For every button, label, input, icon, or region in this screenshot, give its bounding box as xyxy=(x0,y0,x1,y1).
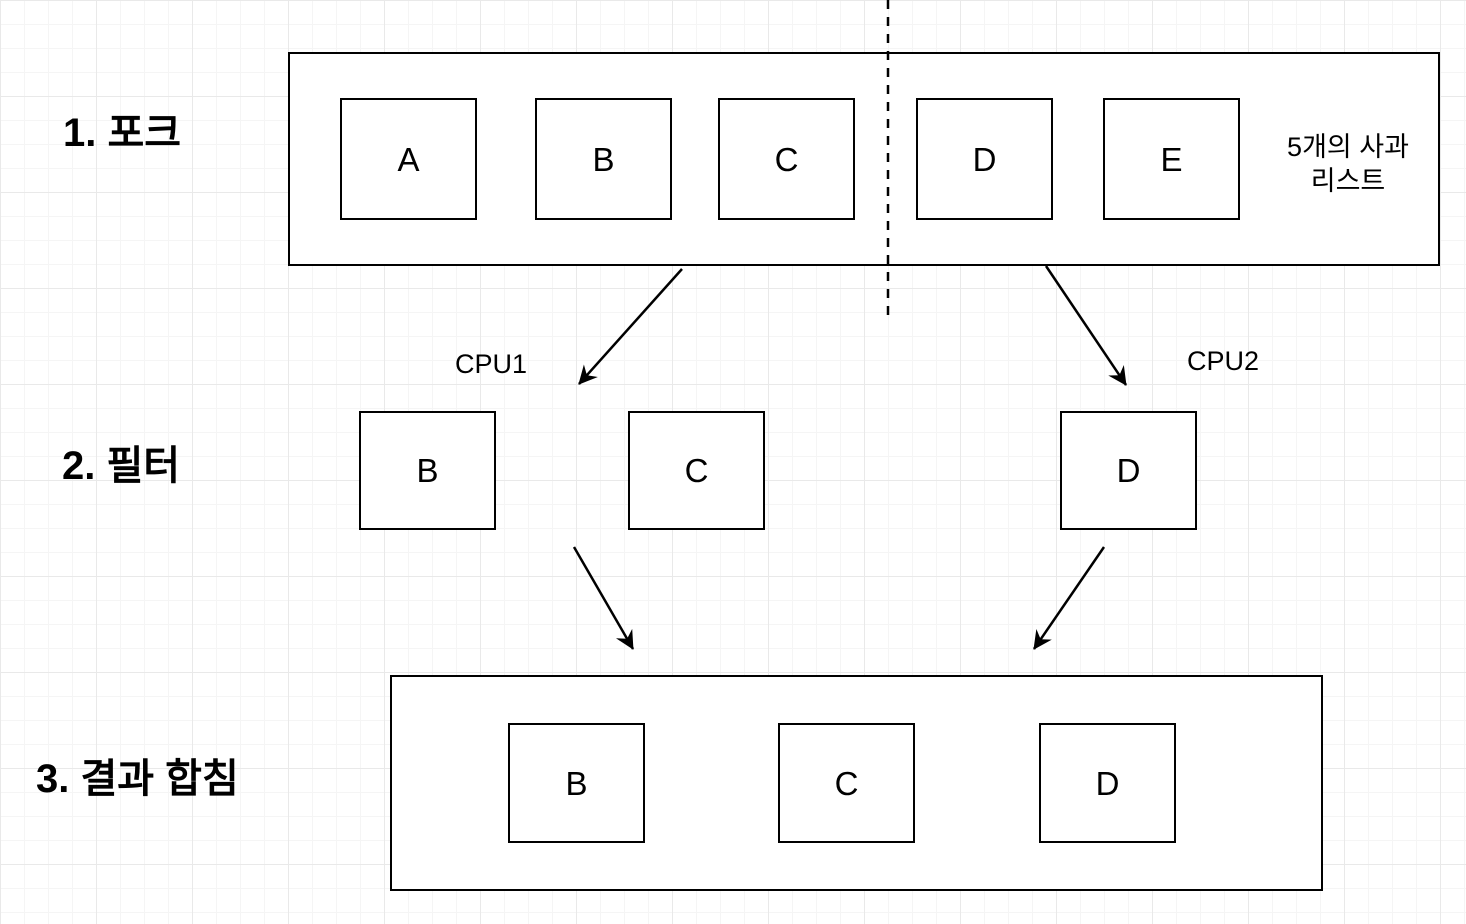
merge-box-b-label: B xyxy=(565,764,588,802)
fork-caption-line1: 5개의 사과 xyxy=(1287,132,1409,162)
stage-label-fork: 1. 포크 xyxy=(63,111,182,155)
merge-box-b: B xyxy=(508,723,645,843)
apple-box-d: D xyxy=(916,98,1053,220)
filter-box-d-label: D xyxy=(1116,452,1141,489)
merge-box-d-label: D xyxy=(1095,764,1120,802)
merge-box-c-label: C xyxy=(834,764,859,802)
stage-label-filter: 2. 필터 xyxy=(62,444,181,488)
apple-box-c-label: C xyxy=(774,140,799,178)
filter-box-c: C xyxy=(628,411,765,530)
fork-caption-line2: 리스트 xyxy=(1310,165,1386,196)
apple-box-c: C xyxy=(718,98,855,220)
apple-box-b-label: B xyxy=(592,140,615,178)
filter-box-b-label: B xyxy=(416,452,439,489)
filter-box-c-label: C xyxy=(684,452,709,489)
merge-box-d: D xyxy=(1039,723,1176,843)
cpu1-label: CPU1 xyxy=(454,349,528,379)
apple-box-b: B xyxy=(535,98,672,220)
apple-box-a: A xyxy=(340,98,477,220)
cpu2-to-merge-arrow xyxy=(1032,546,1106,650)
filter-box-d: D xyxy=(1060,411,1197,530)
apple-box-e: E xyxy=(1103,98,1240,220)
stage-label-merge: 3. 결과 합침 xyxy=(36,757,239,801)
apple-box-d-label: D xyxy=(972,140,997,178)
fork-list-container xyxy=(288,52,1440,266)
filter-box-b: B xyxy=(359,411,496,530)
apple-box-a-label: A xyxy=(397,140,420,178)
fork-caption: 5개의 사과 리스트 xyxy=(1252,131,1444,199)
cpu2-label: CPU2 xyxy=(1186,346,1260,376)
cpu1-to-merge-arrow xyxy=(572,546,635,650)
merge-box-c: C xyxy=(778,723,915,843)
fork-to-cpu2-arrow xyxy=(1044,265,1128,386)
fork-to-cpu1-arrow xyxy=(578,268,683,385)
apple-box-e-label: E xyxy=(1160,140,1183,178)
